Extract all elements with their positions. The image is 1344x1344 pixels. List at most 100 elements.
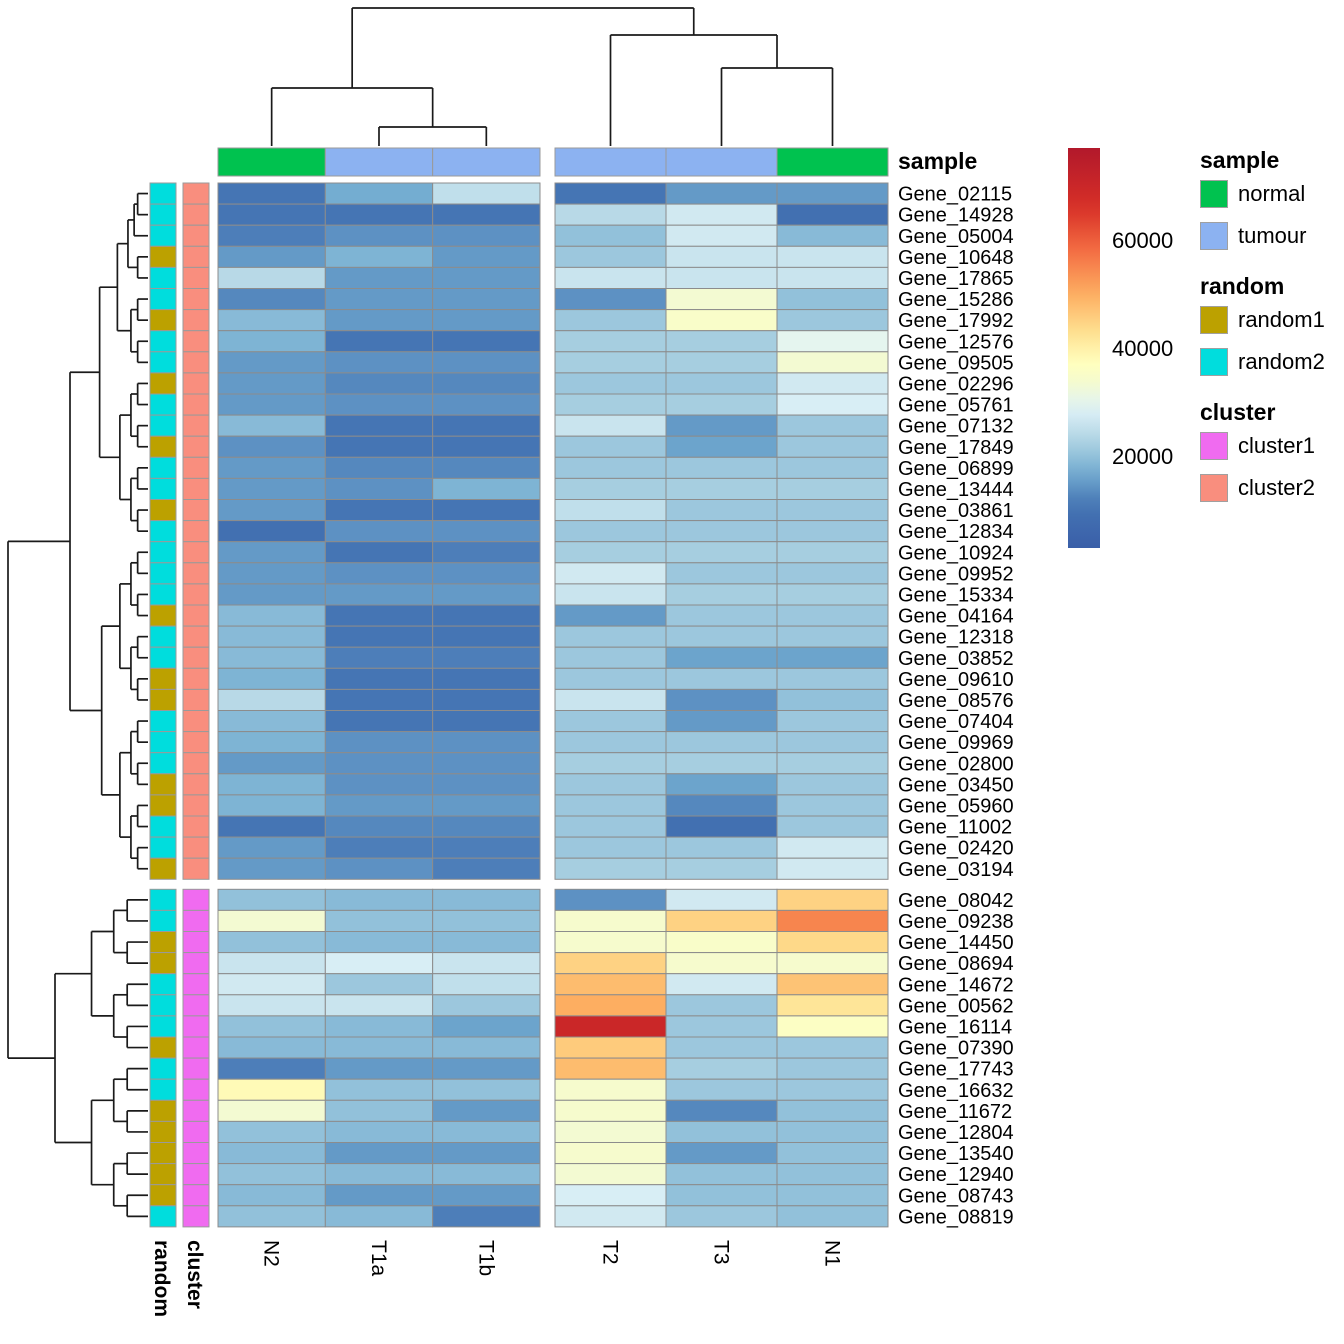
heatmap-cell [665,393,778,416]
heatmap-cell [324,909,434,933]
row-annotation-label: random [150,1240,173,1317]
legend-group-cluster: cluster cluster1 cluster2 [1200,398,1344,502]
heatmap-cell [554,393,667,416]
heatmap-cell [665,245,778,268]
heatmap-cell [554,414,667,437]
heatmap-cell [432,1078,541,1101]
heatmap-cell [776,1078,889,1101]
heatmap-cell [324,752,434,775]
heatmap-cell [554,520,667,543]
row-label: Gene_03852 [898,648,1014,670]
row-label: Gene_17743 [898,1059,1014,1081]
heatmap-cell [665,625,778,648]
heatmap-cell [432,794,541,817]
heatmap-cell [217,456,326,479]
heatmap-cell [324,245,434,268]
row-label: Gene_16632 [898,1080,1014,1102]
heatmap-cell [432,203,541,226]
heatmap-cell [217,351,326,374]
heatmap-cell [324,435,434,458]
heatmap-cell [217,1099,326,1122]
heatmap-cell [432,372,541,395]
random-annotation-cell [149,414,177,437]
heatmap-cell [776,888,889,911]
heatmap-cell [432,888,541,911]
heatmap-cell [776,541,889,564]
heatmap-cell [665,499,778,522]
row-label: Gene_11002 [898,817,1012,839]
heatmap-cell [324,541,434,564]
legend-swatch-random1 [1200,306,1228,334]
heatmap-cell [217,731,326,754]
heatmap-cell [776,625,889,648]
heatmap-cell [432,667,541,690]
heatmap-cell [432,393,541,416]
heatmap-cell [324,309,434,332]
heatmap-cell [217,1184,326,1207]
heatmap-cell [554,794,667,817]
heatmap-cell [324,815,434,838]
heatmap-cell [217,794,326,817]
heatmap-cell [432,1142,541,1165]
row-label: Gene_15334 [898,584,1014,606]
heatmap-cell [776,224,889,247]
heatmap-cell [776,731,889,754]
heatmap-cell [554,1120,667,1144]
heatmap-cell [217,710,326,733]
heatmap-cell [776,351,889,374]
heatmap-cell [432,1036,541,1059]
legend-item-random2: random2 [1200,348,1344,376]
cluster-annotation-cell [182,836,210,859]
random-annotation-cell [149,667,177,690]
heatmap-cell [665,931,778,954]
heatmap-cell [217,477,326,500]
heatmap-cell [324,393,434,416]
random-annotation-cell [149,309,177,332]
heatmap-cell [665,815,778,838]
heatmap-cell [554,688,667,712]
random-annotation-cell [149,583,177,606]
heatmap-cell [217,773,326,796]
cluster-annotation-cell [182,752,210,775]
legend-title-random: random [1200,273,1285,299]
random-annotation-cell [149,224,177,247]
heatmap-cell [432,710,541,733]
row-label: Gene_09952 [898,563,1014,585]
row-label: Gene_08743 [898,1185,1014,1207]
heatmap-cell [217,752,326,775]
cluster-annotation-cell [182,182,210,205]
heatmap-cell [554,836,667,859]
row-label: Gene_06899 [898,458,1014,480]
heatmap-cell [324,1036,434,1059]
heatmap-cell [324,520,434,543]
legend-group-random: random random1 random2 [1200,272,1344,376]
cluster-annotation-cell [182,604,210,627]
heatmap-cell [665,794,778,817]
cluster-annotation-cell [182,625,210,648]
random-annotation-cell [149,752,177,775]
row-label: Gene_10924 [898,542,1014,564]
heatmap-cell [217,414,326,437]
heatmap-cell [776,1142,889,1165]
heatmap-cell [665,909,778,933]
heatmap-cell [217,604,326,627]
legend-title-sample: sample [1200,147,1280,173]
heatmap-cell [432,330,541,353]
random-annotation-cell [149,372,177,395]
colorbar-tick-label: 60000 [1112,228,1173,253]
heatmap-cell [324,1142,434,1165]
heatmap-cell [554,646,667,669]
heatmap-cell [776,456,889,479]
heatmap-cell [432,1120,541,1144]
row-label: Gene_12804 [898,1122,1014,1144]
cluster-annotation-cell [182,1057,210,1080]
heatmap-cell [665,1184,778,1207]
heatmap-cell [432,541,541,564]
legend-item-cluster2: cluster2 [1200,474,1344,502]
heatmap-cell [554,815,667,838]
heatmap-cell [776,562,889,585]
row-label: Gene_16114 [898,1016,1012,1038]
row-label: Gene_07404 [898,711,1014,733]
heatmap-cell [217,541,326,564]
